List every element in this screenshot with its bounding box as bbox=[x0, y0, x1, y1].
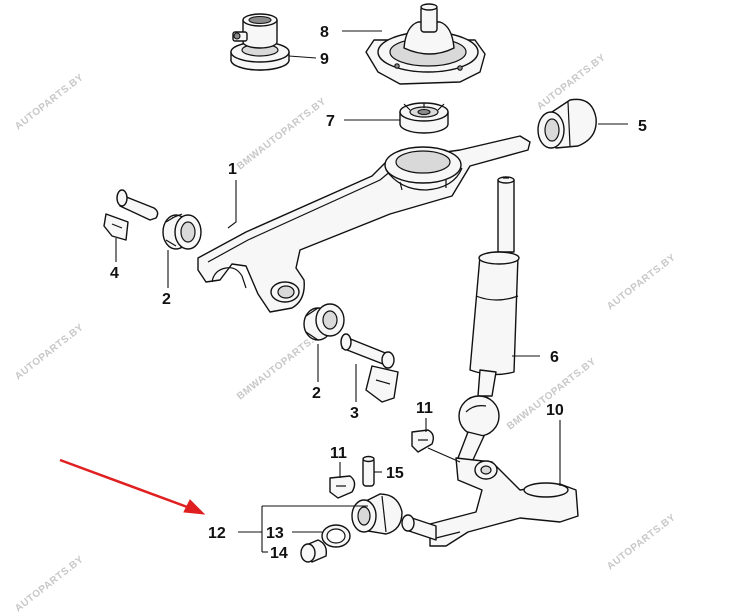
label-part-11a: 11 bbox=[416, 400, 433, 417]
part-5-sleeve bbox=[537, 98, 597, 149]
part-1-lever-arm bbox=[197, 135, 531, 313]
part-11b-clip bbox=[329, 475, 356, 499]
connector-pin bbox=[401, 514, 437, 541]
label-part-12: 12 bbox=[208, 525, 226, 542]
label-part-10: 10 bbox=[546, 402, 564, 419]
part-10-selector-arm bbox=[429, 457, 579, 547]
watermark: AUTOPARTS.BY bbox=[13, 72, 86, 132]
label-part-7: 7 bbox=[326, 113, 335, 130]
label-part-5: 5 bbox=[638, 118, 647, 135]
watermark: AUTOPARTS.BY bbox=[605, 252, 678, 312]
part-11a-clip bbox=[411, 429, 435, 453]
label-part-3: 3 bbox=[350, 405, 359, 422]
part-2b-bearing bbox=[303, 303, 345, 341]
label-part-8: 8 bbox=[320, 24, 329, 41]
label-part-6: 6 bbox=[550, 349, 559, 366]
label-part-13: 13 bbox=[266, 525, 284, 542]
part-8-boot bbox=[365, 3, 486, 85]
red-arrow bbox=[59, 458, 206, 515]
watermark: AUTOPARTS.BY bbox=[13, 322, 86, 382]
part-labels: 8 9 7 5 1 4 2 2 3 6 11 10 11 15 12 13 14 bbox=[110, 24, 647, 562]
watermark: BMWAUTOPARTS.BY bbox=[235, 96, 328, 172]
label-part-15: 15 bbox=[386, 465, 404, 482]
leader-lines bbox=[115, 30, 628, 553]
part-4-pin bbox=[103, 189, 159, 241]
watermark: AUTOPARTS.BY bbox=[605, 512, 678, 572]
part-2a-bearing bbox=[162, 213, 202, 250]
label-part-1: 1 bbox=[228, 161, 237, 178]
part-13-ring bbox=[321, 524, 351, 548]
part-15-pin bbox=[362, 455, 375, 487]
label-part-4: 4 bbox=[110, 265, 119, 282]
watermark: BMWAUTOPARTS.BY bbox=[505, 356, 598, 432]
label-part-11b: 11 bbox=[330, 445, 347, 462]
watermark: AUTOPARTS.BY bbox=[13, 554, 86, 614]
part-3-pin bbox=[340, 333, 399, 403]
part-7-bushing bbox=[399, 102, 449, 134]
part-12-joint bbox=[351, 493, 403, 535]
part-14-cap bbox=[300, 539, 328, 563]
label-part-2a: 2 bbox=[162, 291, 171, 308]
label-part-9: 9 bbox=[320, 51, 329, 68]
label-part-2b: 2 bbox=[312, 385, 321, 402]
label-part-14: 14 bbox=[270, 545, 288, 562]
part-9-clamp bbox=[230, 13, 290, 71]
